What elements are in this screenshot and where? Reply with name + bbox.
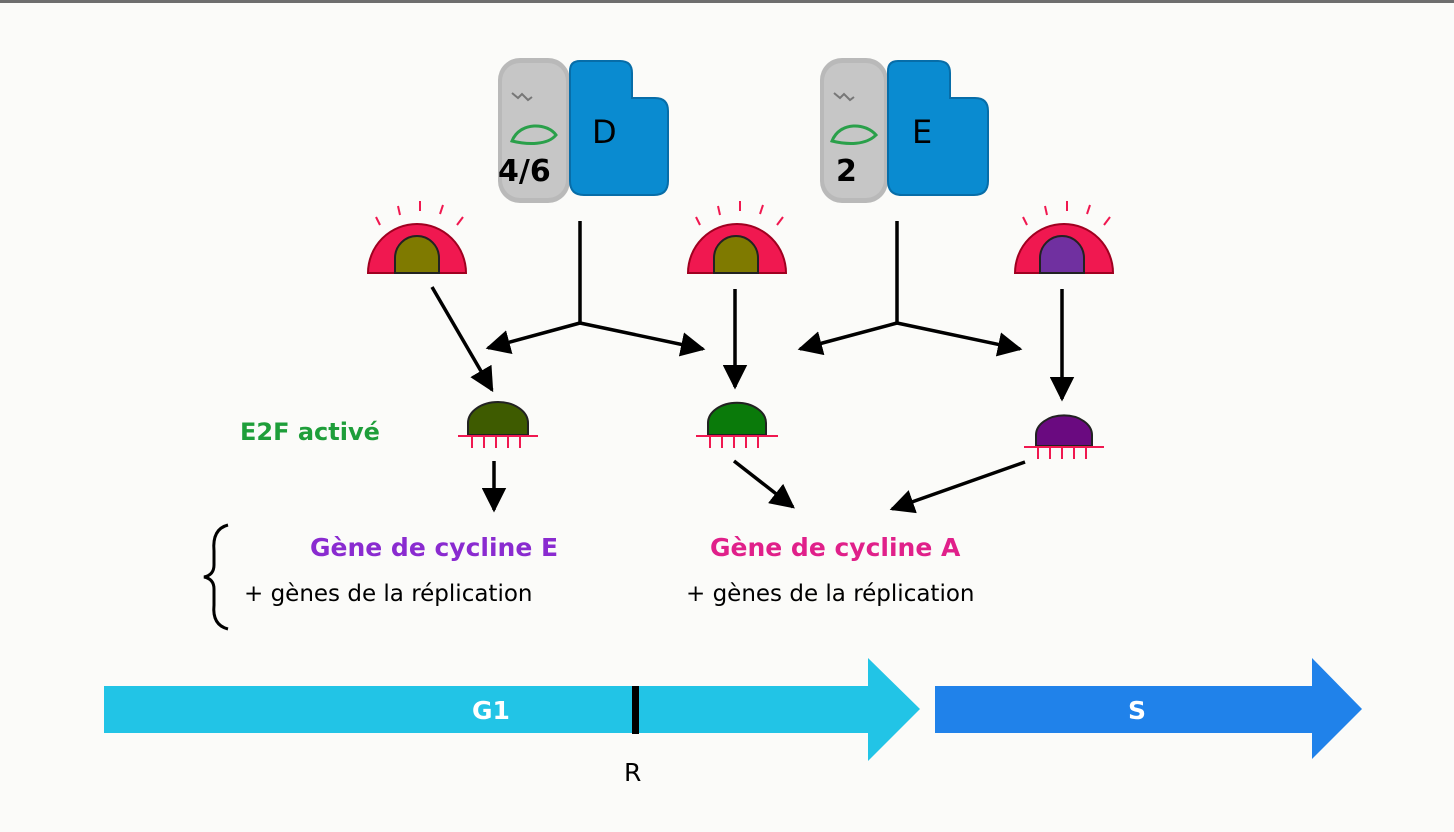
rb-e2f-complex-3 [1013,201,1115,274]
restriction-point-label: R [624,758,641,787]
s-phase-label: S [1128,696,1146,725]
rb-e2f-complex-1 [366,201,468,274]
cyclin-e-replication-label: + gènes de la réplication [244,581,533,607]
cdk46-label: 4/6 [498,154,551,189]
brace-icon [203,523,229,631]
cdk2-label: 2 [836,154,857,189]
cyclin-d-shape [569,60,669,196]
g1-phase-arrow [104,658,920,761]
cyclin-e-shape [887,60,989,196]
cyclin-d-label: D [592,113,617,151]
cdk46-cyclin-d-complex: 4/6 D [498,58,669,203]
arrow-rb1-to-e2f1 [430,286,494,393]
cyclin-e-branch [797,221,1023,357]
cdk2-loop-icon [829,124,879,145]
active-e2f-3 [1024,414,1104,459]
cyclin-d-branch [485,221,706,357]
cyclin-e-gene-label: Gène de cycline E [310,533,558,562]
s-phase-arrow [935,658,1362,759]
cyclin-a-gene-label: Gène de cycline A [710,533,961,562]
cell-cycle-diagram: 4/6 D 2 E [104,58,1362,787]
active-e2f-2 [696,401,778,448]
arrow-e2f3-to-cyclin-a-gene [889,460,1026,514]
rb-e2f-complex-2 [686,201,788,274]
cdk46-loop-icon [509,124,558,145]
cyclin-e-label: E [912,113,932,151]
e2f-active-label: E2F activé [240,418,380,446]
restriction-point-marker [632,686,639,734]
g1-phase-label: G1 [472,696,510,725]
cdk2-cyclin-e-complex: 2 E [820,58,989,203]
arrow-e2f2-to-cyclin-a-gene [732,459,795,509]
cyclin-a-replication-label: + gènes de la réplication [686,581,975,607]
active-e2f-1 [458,401,538,448]
